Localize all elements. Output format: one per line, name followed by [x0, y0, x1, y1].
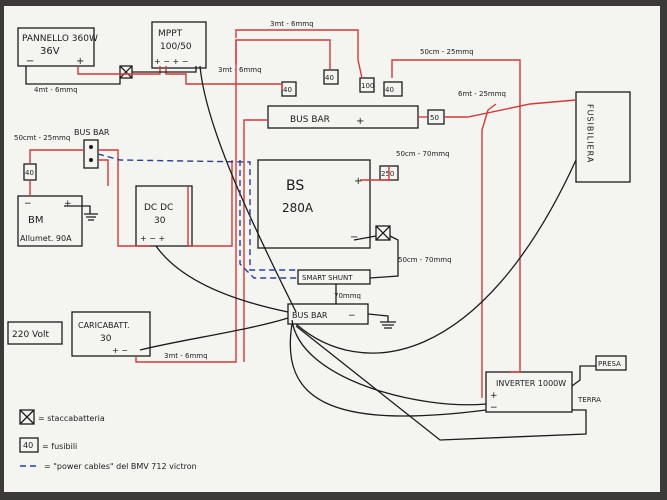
- svg-text:100: 100: [361, 82, 374, 90]
- legend: = staccabatteria 40 = fusibili = "power …: [19, 409, 197, 471]
- dcdc-converter: DC DC 30 + − +: [135, 185, 193, 247]
- positive-wires: [29, 29, 577, 398]
- mppt-controller: MPPT 100/50 + − + −: [151, 21, 207, 69]
- v220-label: 220 Volt: [12, 330, 50, 340]
- fuse-4: 100: [359, 77, 375, 93]
- bm-label: BM: [28, 215, 44, 226]
- dcdc-terminals: + − +: [140, 234, 165, 243]
- terra-label: TERRA: [577, 396, 601, 404]
- presa-socket: PRESA: [595, 355, 627, 371]
- legend-fuse-value: 40: [23, 441, 33, 450]
- caricabatt-charger: CARICABATT. 30 + −: [71, 311, 151, 357]
- svg-text:40: 40: [25, 169, 34, 177]
- negative-wires: [25, 65, 596, 441]
- mppt-rating: 100/50: [160, 42, 192, 52]
- caricabatt-terminals: + −: [112, 346, 128, 355]
- svg-text:40: 40: [283, 86, 292, 94]
- svg-text:40: 40: [325, 74, 334, 82]
- ground-icon-2: [380, 321, 396, 329]
- v220-source: 220 Volt: [7, 321, 63, 345]
- cable-label-fus-6mt: 6mt - 25mmq: [458, 90, 506, 98]
- pannello-voltage: 36V: [40, 46, 60, 57]
- svg-text:50: 50: [430, 114, 439, 122]
- paper-sheet: [4, 6, 660, 492]
- cable-label-bs-50cm: 50cm - 70mmq: [396, 150, 450, 158]
- cable-label-carica: 3mt - 6mmq: [164, 352, 208, 360]
- busbar-top-label: BUS BAR: [290, 115, 330, 125]
- smart-shunt: SMART SHUNT: [297, 269, 371, 285]
- busbar-top-plus: +: [356, 116, 364, 127]
- bs-plus: +: [354, 176, 362, 187]
- cable-label-shunt-bus: 70mmq: [334, 292, 361, 300]
- smart-shunt-label: SMART SHUNT: [302, 274, 353, 282]
- dcdc-label: DC DC: [144, 203, 173, 213]
- bm-plus: +: [64, 199, 72, 209]
- fuse-3: 40: [323, 69, 339, 85]
- bs-label: BS: [286, 178, 304, 194]
- bmv-power-cables: [97, 153, 298, 279]
- busbar-bottom-minus: −: [348, 311, 356, 321]
- inverter-minus: −: [490, 403, 498, 413]
- busbar-left-label: BUS BAR: [74, 128, 110, 137]
- mppt-terminals: + − + −: [154, 57, 188, 66]
- pannello-plus: +: [76, 56, 84, 67]
- bm-minus: −: [24, 199, 32, 209]
- bm-battery: BM Allumet. 90A − +: [17, 195, 83, 247]
- legend-switch-icon: [19, 409, 35, 425]
- legend-fusibili-text: = fusibili: [42, 442, 77, 451]
- svg-text:40: 40: [385, 86, 394, 94]
- fusibiliera-label: FUSIBILIERA: [586, 104, 595, 163]
- cable-label-bm-50cm: 50cmt - 25mmq: [14, 134, 70, 142]
- bs-battery: BS 280A + −: [257, 159, 371, 249]
- mppt-label: MPPT: [158, 29, 183, 39]
- bm-sub: Allumet. 90A: [20, 234, 72, 243]
- fusibiliera-fuse-box: FUSIBILIERA: [575, 91, 631, 183]
- ground-icon-1: [84, 213, 98, 221]
- cable-label-top-3mt: 3mt - 6mmq: [270, 20, 314, 28]
- busbar-bottom-label: BUS BAR: [292, 311, 328, 320]
- caricabatt-rating: 30: [100, 334, 112, 344]
- svg-text:250: 250: [381, 170, 394, 178]
- bs-capacity: 280A: [282, 201, 314, 215]
- legend-fuse-icon: [19, 437, 39, 453]
- fuse-5: 40: [383, 81, 403, 97]
- pannello-solar-panel: PANNELLO 360W 36V − +: [17, 27, 98, 67]
- inverter-label: INVERTER 1000W: [496, 379, 566, 388]
- cable-label-mppt-bus: 3mt - 6mmq: [218, 66, 262, 74]
- dcdc-rating: 30: [154, 216, 166, 226]
- presa-label: PRESA: [598, 360, 621, 368]
- cable-label-pannello-mppt: 4mt - 6mmq: [34, 86, 78, 94]
- pannello-label: PANNELLO 360W: [22, 34, 98, 44]
- legend-power-text: = "power cables" del BMV 712 victron: [44, 462, 197, 471]
- cable-label-top-50cm: 50cm - 25mmq: [420, 48, 474, 56]
- legend-stacca-text: = staccabatteria: [38, 414, 105, 423]
- inverter-plus: +: [490, 391, 498, 401]
- caricabatt-label: CARICABATT.: [78, 321, 130, 330]
- cable-label-shunt-50cm: 50cm - 70mmq: [398, 256, 452, 264]
- pannello-minus: −: [26, 56, 34, 67]
- bs-minus: −: [350, 232, 358, 243]
- inverter: INVERTER 1000W + −: [485, 371, 573, 413]
- staccabatteria-switch-2: [375, 225, 391, 241]
